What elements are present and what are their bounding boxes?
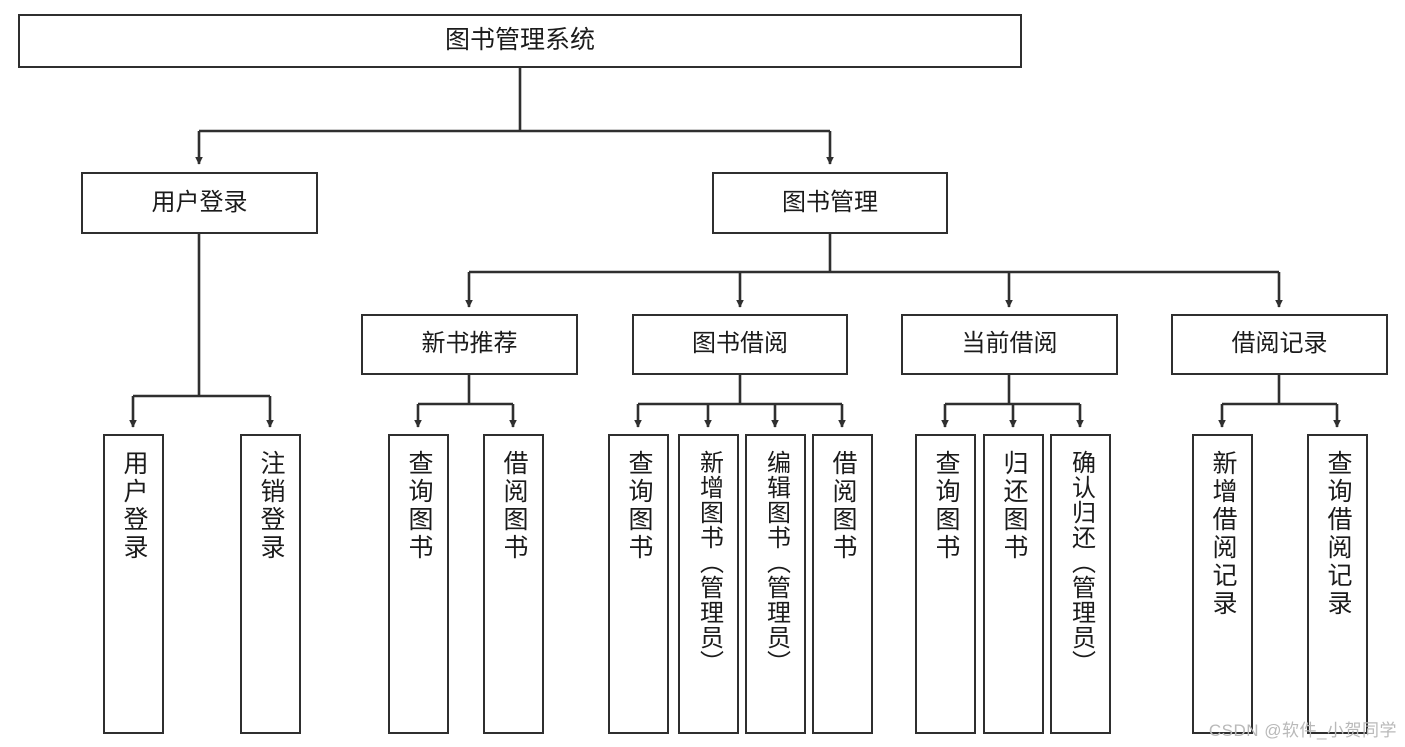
node-new-book-rec-label: 新书推荐	[421, 330, 518, 358]
node-leaf-borrow-book-2[interactable]: 借阅图书	[812, 434, 873, 734]
node-user-login[interactable]: 用户登录	[81, 172, 318, 234]
node-leaf-add-book[interactable]: 新增图书（管理员）	[678, 434, 739, 734]
node-book-manage-label: 图书管理	[782, 188, 878, 216]
node-leaf-user-login[interactable]: 用户登录	[103, 434, 164, 734]
node-leaf-return-book-label: 归还图书	[1000, 450, 1028, 562]
node-current-borrow-label: 当前借阅	[961, 330, 1058, 358]
node-leaf-borrow-book-1-label: 借阅图书	[500, 450, 528, 562]
node-leaf-query-book-1-label: 查询图书	[405, 450, 433, 562]
node-leaf-query-book-3[interactable]: 查询图书	[915, 434, 976, 734]
node-leaf-query-book-3-label: 查询图书	[932, 450, 960, 562]
node-book-manage[interactable]: 图书管理	[712, 172, 948, 234]
node-leaf-query-book-1[interactable]: 查询图书	[388, 434, 449, 734]
node-leaf-add-record[interactable]: 新增借阅记录	[1192, 434, 1253, 734]
watermark: CSDN @软件_小贺同学	[1208, 721, 1397, 740]
node-root[interactable]: 图书管理系统	[18, 14, 1022, 68]
node-leaf-borrow-book-1[interactable]: 借阅图书	[483, 434, 544, 734]
node-leaf-confirm-return[interactable]: 确认归还（管理员）	[1050, 434, 1111, 734]
node-leaf-query-record[interactable]: 查询借阅记录	[1307, 434, 1368, 734]
node-leaf-add-book-label: 新增图书（管理员）	[695, 450, 723, 675]
node-leaf-query-book-2-label: 查询图书	[625, 450, 653, 562]
node-leaf-logout-label: 注销登录	[257, 450, 285, 562]
node-current-borrow[interactable]: 当前借阅	[901, 314, 1118, 375]
node-user-login-label: 用户登录	[151, 188, 248, 216]
node-leaf-user-login-label: 用户登录	[120, 450, 148, 562]
node-leaf-query-record-label: 查询借阅记录	[1324, 450, 1352, 618]
node-leaf-edit-book-label: 编辑图书（管理员）	[762, 450, 790, 675]
node-leaf-return-book[interactable]: 归还图书	[983, 434, 1044, 734]
node-book-borrow-label: 图书借阅	[692, 330, 788, 358]
node-new-book-rec[interactable]: 新书推荐	[361, 314, 578, 375]
node-root-label: 图书管理系统	[444, 26, 595, 55]
node-leaf-add-record-label: 新增借阅记录	[1209, 450, 1237, 618]
node-leaf-query-book-2[interactable]: 查询图书	[608, 434, 669, 734]
node-borrow-record-label: 借阅记录	[1231, 330, 1328, 358]
node-book-borrow[interactable]: 图书借阅	[632, 314, 848, 375]
node-leaf-confirm-return-label: 确认归还（管理员）	[1067, 450, 1095, 675]
node-leaf-borrow-book-2-label: 借阅图书	[829, 450, 857, 562]
node-leaf-edit-book[interactable]: 编辑图书（管理员）	[745, 434, 806, 734]
node-leaf-logout[interactable]: 注销登录	[240, 434, 301, 734]
node-borrow-record[interactable]: 借阅记录	[1171, 314, 1388, 375]
